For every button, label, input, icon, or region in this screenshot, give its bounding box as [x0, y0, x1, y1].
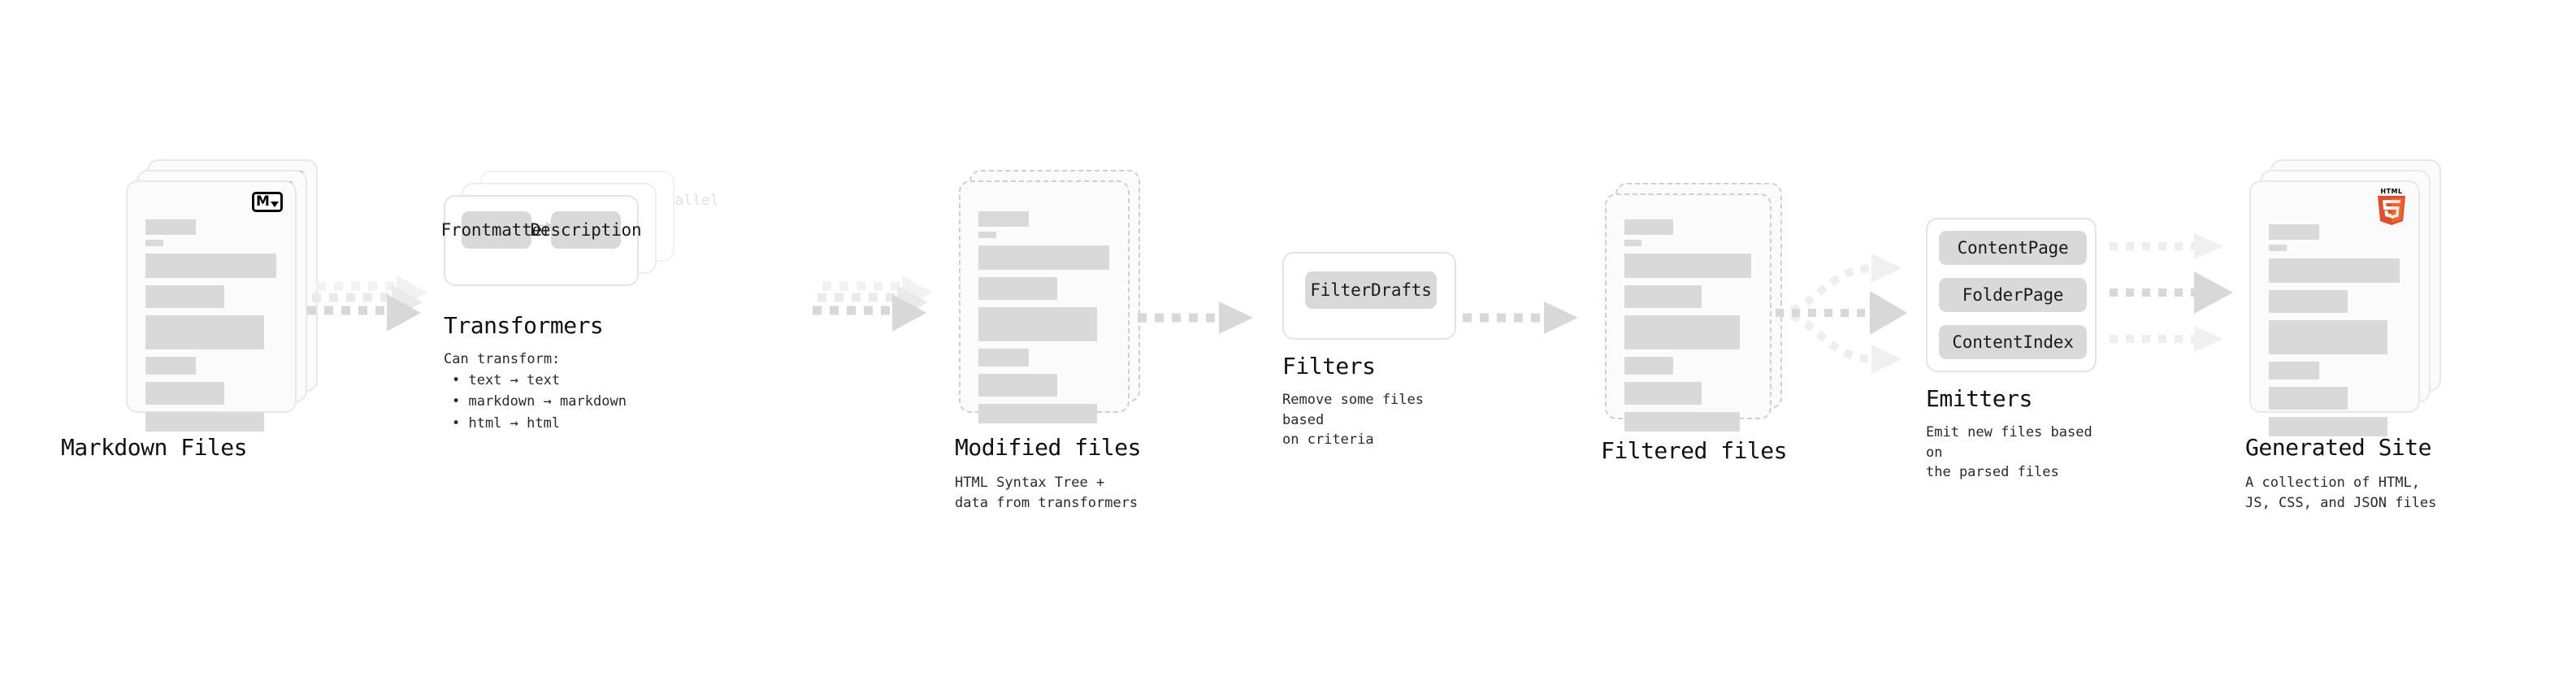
placeholder-bar [2269, 290, 2348, 313]
placeholder-bar [2269, 417, 2388, 436]
placeholder-bar [2269, 258, 2400, 283]
placeholder-bar [145, 285, 225, 308]
placeholder-bar [978, 307, 1098, 341]
transformers-title: Transformers [444, 312, 604, 339]
dotted-arrow-stack-icon [813, 275, 933, 332]
site-card-stack: CSS HTML [2249, 159, 2441, 436]
emitter-pill-contentindex[interactable]: ContentIndex [1939, 325, 2087, 359]
stage-filters: FilterDrafts Filters Remove some files b… [1282, 252, 1456, 448]
modified-card-bars [978, 211, 1115, 423]
placeholder-bar [145, 382, 225, 405]
modified-files-title: Modified files [955, 434, 1142, 461]
transform-list-item: • text → text [452, 372, 561, 388]
placeholder-bar [145, 315, 265, 349]
placeholder-bar [2269, 320, 2388, 354]
placeholder-bar [1624, 315, 1740, 349]
site-card-bars [2269, 224, 2405, 436]
filters-title: Filters [1282, 353, 1376, 380]
modified-card-stack [959, 170, 1141, 423]
filters-panel[interactable]: FilterDrafts [1282, 252, 1456, 340]
transform-list-item: • markdown → markdown [452, 393, 627, 410]
filtered-card-front[interactable] [1605, 193, 1772, 432]
placeholder-bar [145, 254, 277, 278]
transformer-pill-frontmatter[interactable]: Frontmatter [441, 211, 553, 249]
stage-markdown-files: M M M Markdown Files [61, 159, 318, 461]
placeholder-bar [2269, 362, 2320, 380]
placeholder-bar [978, 245, 1110, 270]
html5-badge-icon: HTML [2373, 185, 2410, 226]
connector-emitters-to-site [2110, 232, 2256, 362]
arrow-down-icon [270, 201, 279, 207]
markdown-badge-letter: M [256, 193, 270, 210]
site-card-front-html[interactable]: HTML [2249, 180, 2420, 436]
dotted-fanout-arrow-icon [1775, 254, 1907, 374]
placeholder-bar [978, 211, 1030, 227]
transformer-flow-arrow-icon [536, 222, 553, 230]
connector-modified-to-filters [1138, 299, 1268, 336]
placeholder-bar [145, 357, 197, 375]
markdown-card-bars [145, 219, 282, 432]
transform-list-item: • html → html [452, 414, 561, 432]
stage-transformers: Run in parallel Frontmatter [441, 171, 719, 432]
placeholder-bar [145, 219, 197, 235]
connector-filters-to-filtered [1463, 299, 1593, 336]
placeholder-bar [1624, 285, 1702, 308]
emitter-pill-contentpage[interactable]: ContentPage [1939, 231, 2087, 265]
dotted-parallel-arrows-icon [2110, 233, 2233, 352]
modified-card-front[interactable] [959, 180, 1130, 423]
placeholder-bar [1624, 382, 1702, 405]
placeholder-bar [2269, 245, 2287, 251]
generated-site-subtitle: A collection of HTML, JS, CSS, and JSON … [2245, 475, 2437, 511]
transformers-subtitle-heading: Can transform: [444, 351, 561, 367]
markdown-badge-icon: M [251, 190, 284, 213]
transformers-transform-list: • text → text • markdown → markdown • html… [452, 370, 627, 434]
placeholder-bar [1624, 412, 1740, 432]
filtered-card-bars [1624, 219, 1757, 432]
filtered-files-title: Filtered files [1601, 437, 1788, 464]
markdown-card-stack: M M M [126, 159, 318, 432]
placeholder-bar [1624, 219, 1674, 235]
emitters-panel[interactable]: ContentPage FolderPage ContentIndex [1926, 218, 2097, 372]
placeholder-bar [145, 412, 265, 432]
emitter-pill-folderpage[interactable]: FolderPage [1939, 278, 2087, 312]
filters-subtitle: Remove some files based on criteria [1282, 392, 1424, 449]
html5-badge-label: HTML [2380, 188, 2403, 195]
dotted-arrow-icon [1138, 301, 1253, 334]
filter-pill-filterdrafts[interactable]: FilterDrafts [1305, 271, 1437, 309]
placeholder-bar [1624, 254, 1752, 278]
placeholder-bar [978, 349, 1030, 367]
transformers-panel-stack: Frontmatter Description [441, 171, 679, 301]
modified-files-subtitle: HTML Syntax Tree + data from transformer… [955, 475, 1138, 511]
placeholder-bar [1624, 240, 1642, 246]
connector-transformers-to-modified [813, 275, 951, 348]
stage-emitters: ContentPage FolderPage ContentIndex Emit… [1926, 218, 2097, 480]
markdown-files-title: Markdown Files [61, 434, 248, 461]
generated-site-title: Generated Site [2245, 434, 2432, 461]
emitters-subtitle: Emit new files based on the parsed files [1926, 424, 2092, 481]
placeholder-bar [978, 232, 996, 238]
placeholder-bar [978, 374, 1058, 397]
connector-filtered-to-emitters [1775, 244, 1922, 382]
dotted-arrow-stack-icon [307, 275, 427, 332]
transformers-panel-front[interactable]: Frontmatter Description [441, 195, 642, 286]
placeholder-bar [2269, 224, 2320, 240]
markdown-card-front[interactable]: M [126, 180, 297, 432]
transformer-pill-description[interactable]: Description [531, 211, 642, 249]
stage-generated-site: CSS HTML [2245, 159, 2441, 511]
placeholder-bar [145, 240, 163, 246]
stage-modified-files: Modified files HTML Syntax Tree + data f… [955, 170, 1142, 511]
placeholder-bar [1624, 357, 1674, 375]
placeholder-bar [2269, 387, 2348, 410]
dotted-arrow-icon [1463, 301, 1578, 334]
connector-markdown-to-transformers [307, 275, 445, 348]
placeholder-bar [978, 277, 1058, 300]
placeholder-bar [978, 404, 1098, 423]
emitters-title: Emitters [1926, 385, 2032, 412]
stage-filtered-files: Filtered files [1601, 183, 1788, 464]
filtered-card-stack [1605, 183, 1787, 432]
